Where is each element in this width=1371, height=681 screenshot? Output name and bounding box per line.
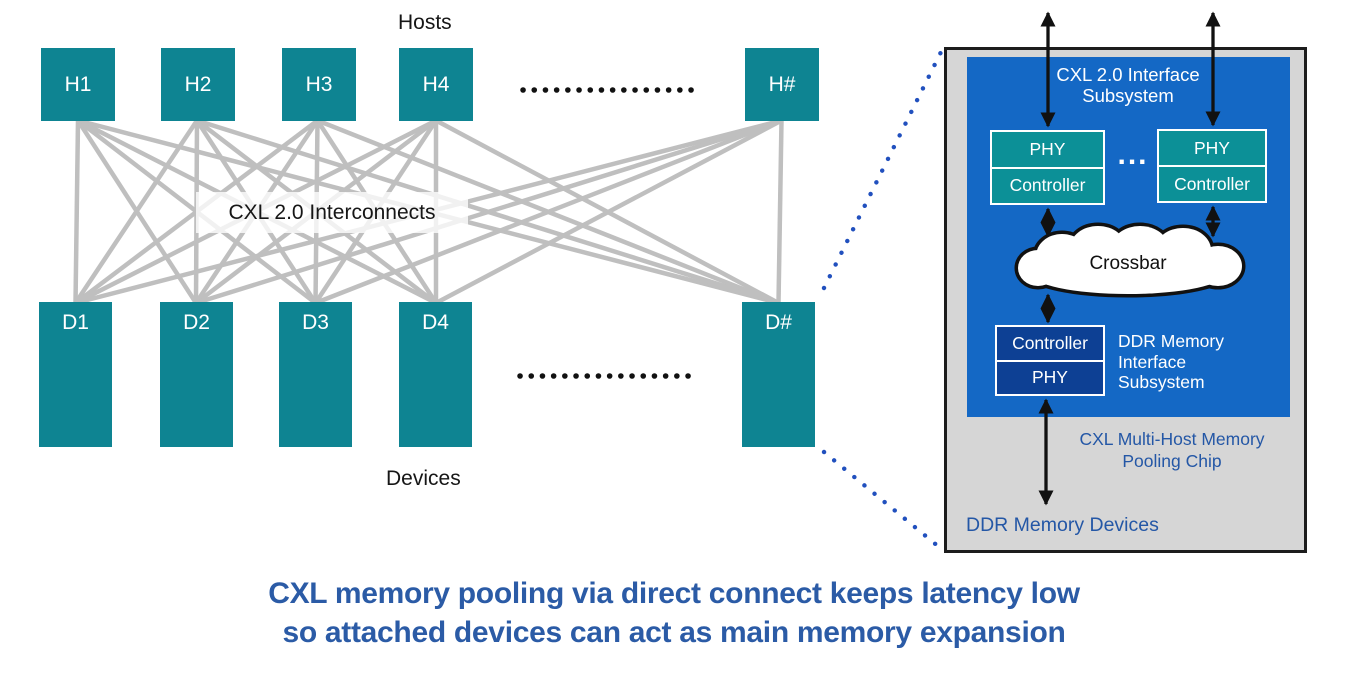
block-divider bbox=[997, 359, 1103, 362]
callout-line-lower bbox=[821, 449, 942, 550]
cxl-interconnect-link bbox=[434, 118, 783, 305]
callout-line-upper bbox=[821, 49, 944, 291]
cxl-interconnect-link bbox=[73, 120, 81, 304]
device-label: D3 bbox=[302, 311, 329, 334]
cxl-phy-controller-block-2: PHY Controller bbox=[1157, 129, 1267, 203]
host-node-h1: H1 bbox=[41, 48, 115, 121]
hosts-heading: Hosts bbox=[398, 11, 452, 34]
caption-line-1: CXL memory pooling via direct connect ke… bbox=[268, 577, 1080, 610]
controller-cell: Controller bbox=[1009, 175, 1086, 196]
device-label: D2 bbox=[183, 311, 210, 334]
host-label: H4 bbox=[422, 72, 450, 96]
device-node-d4: D4 bbox=[399, 302, 472, 447]
host-label: H1 bbox=[64, 72, 92, 96]
cxl-phy-controller-block-1: PHY Controller bbox=[990, 130, 1105, 205]
device-node-d1: D1 bbox=[39, 302, 112, 447]
ddr-memory-devices-label: DDR Memory Devices bbox=[966, 514, 1159, 536]
host-label: H2 bbox=[184, 72, 212, 96]
block-divider bbox=[1159, 165, 1265, 167]
host-node-h4: H4 bbox=[399, 48, 473, 121]
cxl-interconnect-link bbox=[73, 119, 199, 305]
crossbar-label: Crossbar bbox=[1089, 253, 1167, 274]
cxl-interconnect-link bbox=[434, 118, 780, 305]
caption: CXL memory pooling via direct connect ke… bbox=[0, 574, 1348, 652]
host-node-h3: H3 bbox=[282, 48, 356, 121]
cxl-interface-subsystem-title: CXL 2.0 Interface Subsystem bbox=[1056, 64, 1200, 106]
host-label: H3 bbox=[305, 72, 333, 96]
controller-cell: Controller bbox=[1174, 173, 1250, 194]
phy-cell: PHY bbox=[1194, 137, 1230, 158]
more-ports-ellipsis: ... bbox=[1117, 138, 1149, 171]
pooling-chip-label: CXL Multi-Host Memory Pooling Chip bbox=[1079, 429, 1265, 471]
device-label: D4 bbox=[422, 311, 449, 334]
ddr-controller-phy-block: Controller PHY bbox=[995, 325, 1105, 396]
block-divider bbox=[992, 166, 1103, 169]
phy-cell: PHY bbox=[1032, 367, 1068, 388]
ddr-interface-subsystem-label: DDR Memory Interface Subsystem bbox=[1118, 331, 1224, 392]
device-node-d3: D3 bbox=[279, 302, 352, 447]
cxl-interconnect-link bbox=[776, 120, 784, 304]
host-label: H# bbox=[768, 72, 796, 96]
device-node-dn: D# bbox=[742, 302, 815, 447]
controller-cell: Controller bbox=[1012, 332, 1088, 353]
host-node-h2: H2 bbox=[161, 48, 235, 121]
devices-heading: Devices bbox=[386, 467, 461, 490]
phy-cell: PHY bbox=[1029, 138, 1066, 159]
host-node-hn: H# bbox=[745, 48, 819, 121]
interconnect-label: CXL 2.0 Interconnects bbox=[196, 192, 468, 233]
device-label: D1 bbox=[62, 311, 89, 334]
caption-line-2: so attached devices can act as main memo… bbox=[282, 616, 1066, 649]
cxl-interconnect-link bbox=[76, 119, 198, 305]
device-node-d2: D2 bbox=[160, 302, 233, 447]
device-label: D# bbox=[765, 311, 792, 334]
